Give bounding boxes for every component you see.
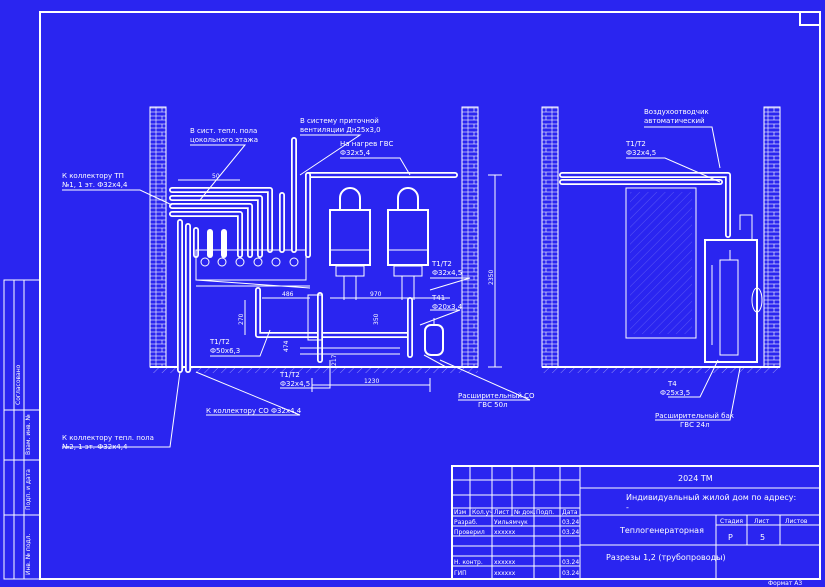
boiler-1 [329,187,371,300]
date-1: 03.24 [562,519,579,526]
hdr-doc: № док. [514,509,536,516]
label-vent: В систему приточной [300,117,379,125]
role-3-name: хххххх [494,559,516,566]
role-2-name: хххххх [494,529,516,536]
date-3: 03.24 [562,559,579,566]
side-stamp-2: Взам. инв. № [25,414,32,455]
dim-217: 217 [331,354,338,366]
label-air-vent: Воздухоотводчик [644,108,709,116]
role-2: Проверил [454,529,485,536]
side-stamps: Согласовано Взам. инв. № Подп. и дата Ин… [15,364,32,575]
label-collector-floor: К коллектору тепл. пола [62,434,154,442]
label-dhw-tank: Расширительный бак [655,412,734,420]
label-collector-tp: К коллектору ТП [62,172,124,180]
format-label: Формат А3 [768,580,802,587]
label-air-vent-2: автоматический [644,117,705,125]
label-t1t2-a: Т1/Т2 [431,260,452,268]
project-code: 2024 ТМ [678,474,713,483]
dimensions-section-1 [178,174,502,392]
label-t41: Т41 [431,294,445,302]
label-collector-co: К коллектору СО Ф32х4,4 [206,407,302,415]
leaders-section-1 [62,134,531,448]
dim-50: 50 [212,173,220,180]
sheet-header: Лист [754,518,770,525]
stage-value: Р [728,533,733,542]
dim-970: 970 [370,291,382,298]
role-4-name: хххххх [494,570,516,577]
label-dhw-heat-2: Ф32х5,4 [340,149,371,157]
floor-slab [150,367,478,373]
label-dhw-heat: На нагрев ГВС [340,140,393,148]
label-t1t2-s2-2: Ф32х4,5 [626,149,656,157]
label-t1t2-a-2: Ф32х4,5 [432,269,462,277]
label-t1t2-c: Т1/Т2 [279,371,300,379]
hdr-izm: Изм [454,509,466,516]
label-vent-2: вентиляции Дн25х3,0 [300,126,381,134]
project-title-line2: - [626,503,629,512]
project-title: Индивидуальный жилой дом по адресу: [626,493,796,502]
section-2: Воздухоотводчик автоматический Т1/Т2 Ф32… [541,106,781,429]
side-stamp-1: Согласовано [15,364,22,405]
section-1: К коллектору ТП №1, 1 эт. Ф32х4,4 В сист… [62,106,535,451]
label-collector-floor-2: №2, 1 эт. Ф32х4,4 [62,443,128,451]
wall-left [150,107,166,367]
side-stamp-4: Инв. № подл. [25,534,32,575]
label-co-tank-2: ГВС 50л [478,401,508,409]
label-floor-heat: В сист. тепл. пола [190,127,257,135]
boiler-2 [387,187,429,300]
window [625,187,697,339]
label-t4-2: Ф25х3,5 [660,389,690,397]
role-1: Разраб. [454,519,478,526]
dim-474: 474 [283,340,290,352]
label-floor-heat-2: цокольного этажа [190,136,258,144]
manifold [195,249,311,289]
label-t1t2-c-2: Ф32х4,5 [280,380,310,388]
sheet-no-value: 5 [760,533,765,542]
label-co-tank: Расширительный СО [458,392,535,400]
sheet-name: Разрезы 1,2 (трубопроводы) [606,553,726,562]
floor-slab-2 [542,367,780,373]
dim-2350: 2350 [488,270,495,285]
dim-350: 350 [373,313,380,325]
hdr-date: Дата [562,509,578,516]
pipe-bundle-left [169,187,273,373]
label-t1t2-b: Т1/Т2 [209,338,230,346]
expansion-tank-co [423,318,447,368]
wall-left-2 [542,107,558,367]
date-2: 03.24 [562,529,579,536]
dim-1230: 1230 [364,378,379,385]
dhw-equipment [704,239,763,363]
wall-right-2 [764,107,780,367]
hdr-list: Лист [494,509,510,516]
side-stamp-3: Подп. и дата [25,469,32,510]
sheet-frame [3,11,821,580]
role-1-name: Уильямчук [494,519,528,526]
hdr-kol: Кол.уч [472,509,493,516]
wall-right [462,107,478,367]
label-t1t2-b-2: Ф50х6,3 [210,347,240,355]
label-t4: Т4 [667,380,677,388]
date-4: 03.24 [562,570,579,577]
stage-header: Стадия [720,518,743,525]
role-3: Н. контр. [454,559,483,566]
dim-486: 486 [282,291,294,298]
dim-270: 270 [238,313,245,325]
label-t41-2: Ф20х3,4 [432,303,463,311]
role-4: ГИП [454,570,467,577]
sheets-header: Листов [785,518,808,525]
label-t1t2-s2: Т1/Т2 [625,140,646,148]
hdr-sign: Подп. [536,509,554,516]
label-dhw-tank-2: ГВС 24л [680,421,710,429]
section-name: Теплогенераторная [619,526,704,535]
label-collector-tp-2: №1, 1 эт. Ф32х4,4 [62,181,128,189]
title-block: Изм Кол.уч Лист № док. Подп. Дата Разраб… [451,465,821,587]
